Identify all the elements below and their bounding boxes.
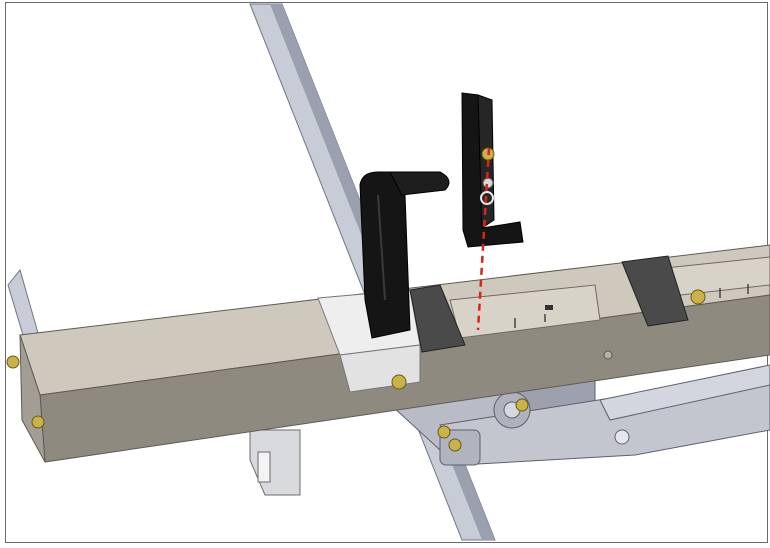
assembly-dashed-line: [476, 147, 491, 331]
rubber-pads: [409, 255, 689, 353]
under-bracket: [249, 429, 301, 496]
hold-down-handle: [359, 171, 450, 339]
bolts: [6, 289, 706, 452]
l-bracket: [461, 92, 524, 248]
